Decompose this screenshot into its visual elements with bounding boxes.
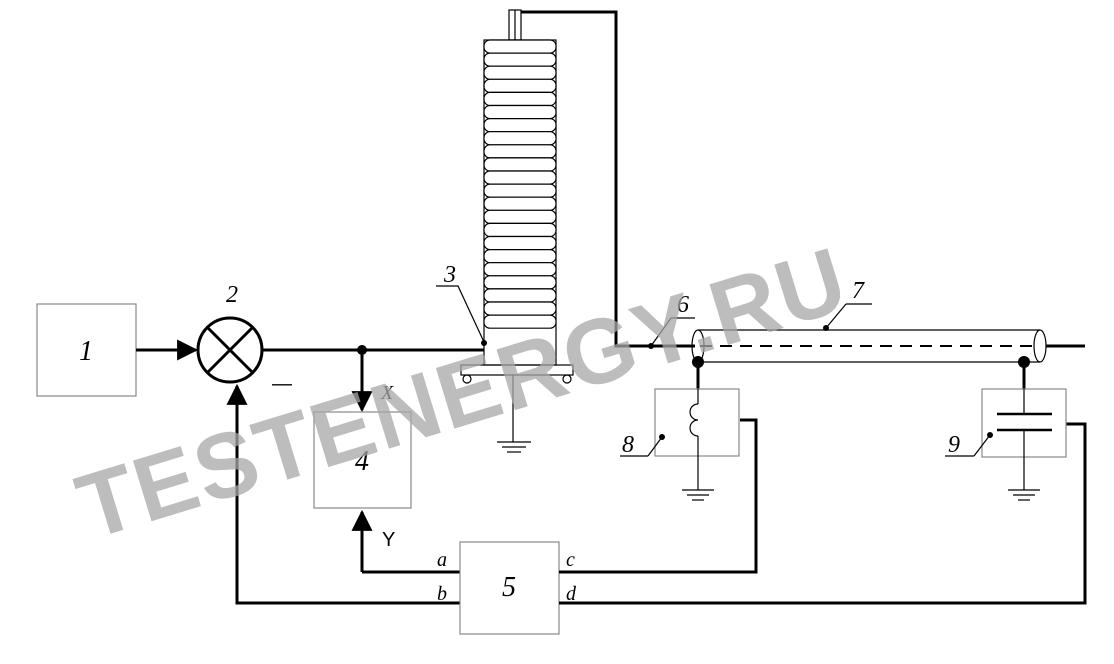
block-1-label: 1 [79,336,93,367]
port-a: a [437,549,447,571]
bushing-shed [483,288,557,303]
bushing-shed [483,157,557,172]
bushing-shed [483,314,557,329]
port-c: c [566,549,575,571]
bushing-shed [483,209,557,225]
bushing-shed [483,196,557,211]
block-1: 1 [36,303,137,397]
label-3: 3 [443,262,456,288]
bushing-shed [483,249,557,264]
bushing-shed [483,262,557,277]
minus-sign: — [272,373,292,395]
wire-c-to-8 [559,418,758,574]
bushing-shed [483,170,557,185]
bushing-shed [483,52,557,67]
signal-x: X [380,382,394,404]
cable-7 [691,329,1085,363]
bushing-shed [483,131,557,146]
signal-y: Y [382,529,395,551]
block-4-label: 4 [355,446,369,477]
watermark: TESTENERGY.RU [66,228,859,559]
bushing-shed [483,39,557,54]
feedback-b-to-2 [226,383,460,605]
bushing-3 [460,9,574,453]
bushing-shed [483,222,557,238]
leader-3 [436,285,485,343]
leader-7 [825,303,847,329]
summing-junction-2 [196,316,264,384]
port-d: d [566,583,577,605]
label-6: 6 [677,292,689,318]
component-8-inductor [654,362,740,501]
component-9-capacitor [981,362,1067,501]
label-7: 7 [852,278,865,304]
bushing-shed [483,117,557,133]
bushing-shed [483,104,557,120]
label-8: 8 [622,432,634,458]
leader-9 [973,434,991,457]
bushing-shed [483,275,557,290]
leader-8 [647,436,663,457]
bushing-shed [483,144,557,159]
bushing-shed [483,301,557,316]
block-5-label: 5 [502,572,516,603]
bushing-shed [483,183,557,198]
bushing-shed [483,78,557,94]
label-9: 9 [948,432,960,458]
label-2: 2 [226,282,238,308]
wire-d-to-9 [559,422,1087,605]
bushing-shed [483,91,557,107]
block-4: 4 [313,411,412,509]
bushing-shed [483,65,557,80]
bushing-shed [483,235,557,251]
leader-6 [650,317,672,347]
block-5: 5 [459,541,560,635]
hv-lead [521,10,695,348]
port-b: b [437,583,447,605]
